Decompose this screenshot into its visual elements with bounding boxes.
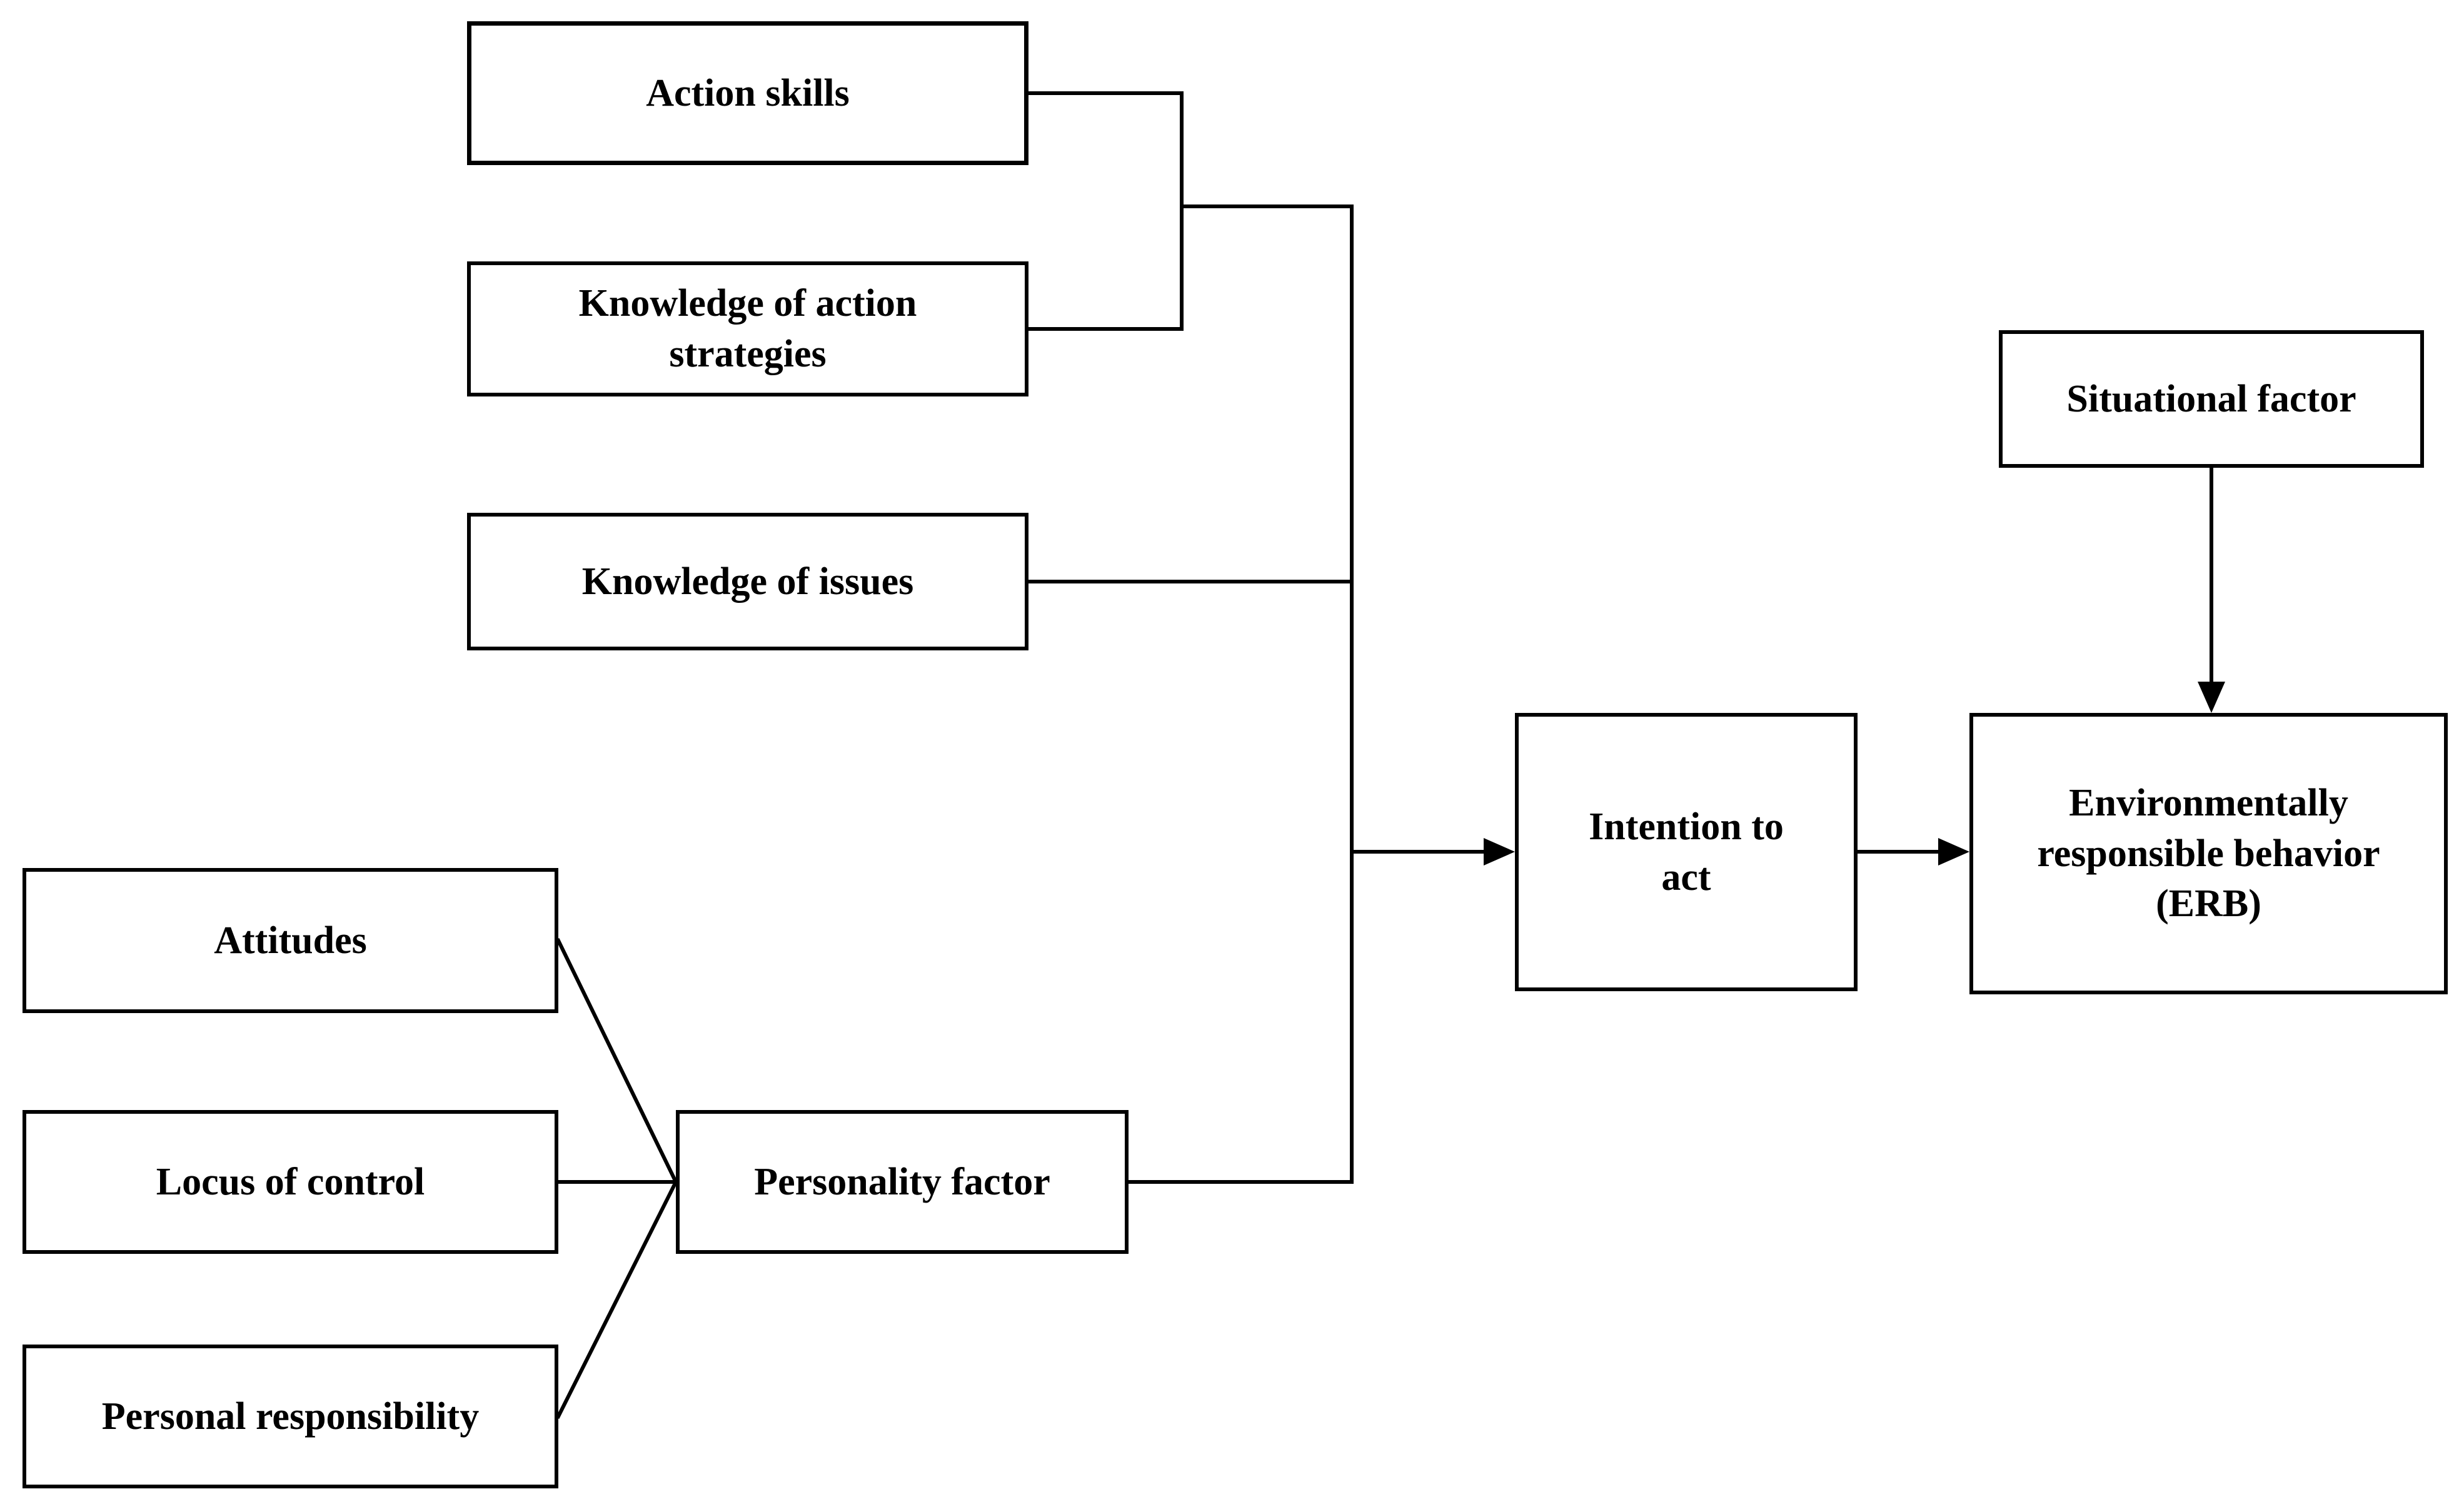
box-knowledge-of-action-strategies: Knowledge of action strategies bbox=[467, 261, 1028, 396]
connector-attitudes-diagonal bbox=[555, 937, 679, 1185]
box-environmentally-responsible-behavior: Environmentally responsible behavior (ER… bbox=[1969, 713, 2448, 994]
arrowhead-trunk-to-intention bbox=[1484, 838, 1515, 866]
box-personal-responsibility: Personal responsibility bbox=[23, 1345, 558, 1488]
box-situational-factor: Situational factor bbox=[1999, 330, 2424, 468]
box-action-skills: Action skills bbox=[467, 21, 1028, 165]
connector-personal-resp-diagonal bbox=[555, 1179, 679, 1420]
arrowhead-situational-to-erb bbox=[2198, 682, 2225, 713]
box-personality-factor: Personality factor bbox=[676, 1110, 1129, 1254]
box-locus-of-control: Locus of control bbox=[23, 1110, 558, 1254]
box-intention-to-act: Intention to act bbox=[1515, 713, 1858, 991]
box-attitudes: Attitudes bbox=[23, 868, 558, 1013]
box-knowledge-of-issues: Knowledge of issues bbox=[467, 513, 1028, 650]
arrowhead-intention-to-erb bbox=[1938, 838, 1969, 866]
